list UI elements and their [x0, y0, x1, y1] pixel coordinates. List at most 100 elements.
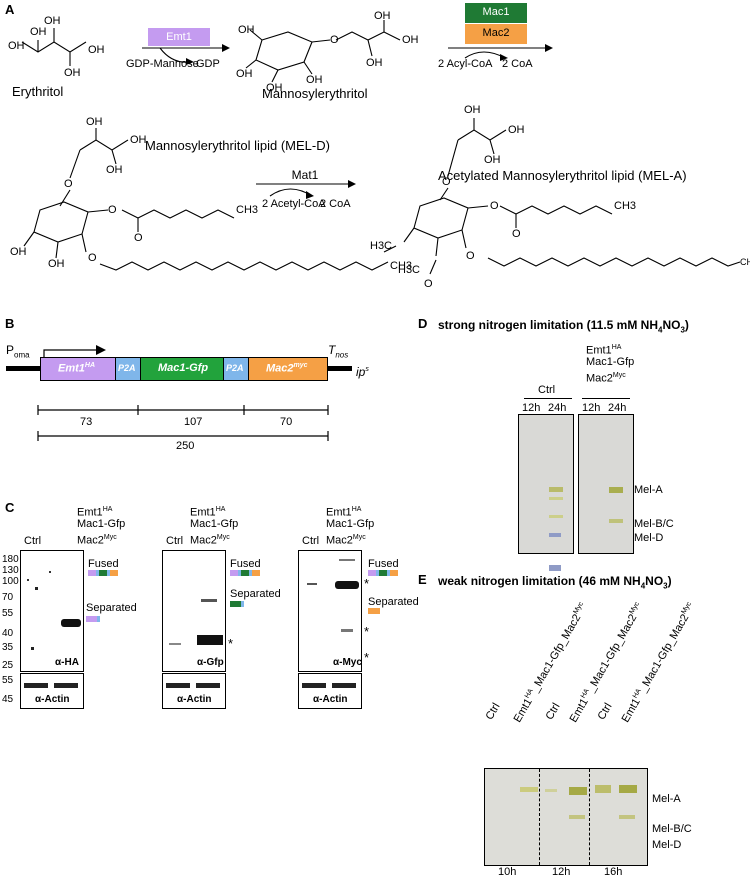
blot-ha: α-HA [20, 550, 84, 672]
spot [549, 515, 563, 518]
p2a-label: P2A [118, 363, 136, 373]
tlc-d-mac2: Mac2Myc [586, 372, 626, 385]
spot [549, 497, 563, 500]
h3c-label: H3C [398, 264, 421, 276]
tlc-e-mel-bc: Mel-B/C [652, 823, 692, 835]
panel-label-a: A [5, 2, 15, 17]
ladder-130: 130 [2, 565, 19, 576]
o-label: O [88, 252, 97, 264]
spot-mel-a [569, 787, 587, 795]
spot-mel-a [595, 785, 611, 793]
mel-d-label: Mannosylerythritol lipid (MEL-D) [145, 138, 330, 153]
o-label: O [442, 176, 451, 188]
tlc-d-mac1: Mac1-Gfp [586, 356, 635, 368]
lane-divider [539, 769, 540, 865]
tlc-d-plate-strain [578, 414, 634, 554]
oh-label: OH [106, 164, 123, 176]
band-actin [166, 683, 190, 688]
ladder-25: 25 [2, 660, 14, 671]
star-marker: * [228, 636, 234, 651]
oh-label: OH [484, 154, 501, 166]
gdp-mannose-label: GDP-Mannose [126, 58, 199, 70]
o-label: O [330, 34, 339, 46]
blot-actin-2: α-Actin [162, 673, 226, 709]
ch3-label: CH3 [740, 257, 750, 267]
fused-icon [230, 570, 261, 576]
mac2-gene-label: Mac2myc [266, 362, 308, 375]
blot2-strain-mac2: Mac2Myc [190, 534, 230, 547]
oh-label: OH [8, 40, 25, 52]
star-marker: * [364, 650, 370, 665]
mannosylerythritol-label: Mannosylerythritol [262, 86, 368, 101]
spot-mel-a [549, 487, 563, 492]
tlc-d-mel-bc: Mel-B/C [634, 518, 674, 530]
band-ha-separated [61, 619, 81, 627]
oh-label: OH [86, 116, 103, 128]
ab-myc-label: α-Myc [333, 657, 362, 668]
tlc-d-24h: 24h [608, 402, 627, 414]
spot [545, 789, 557, 792]
spot-mel-a [520, 787, 538, 792]
gdp-label: GDP [196, 58, 220, 70]
o-label: O [134, 232, 143, 244]
ladder-100: 100 [2, 576, 19, 587]
mat1-enzyme-label: Mat1 [291, 168, 319, 182]
tlc-d-ctrl-label: Ctrl [538, 384, 556, 396]
o-label: O [490, 200, 499, 212]
ab-actin-label: α-Actin [177, 694, 212, 705]
oh-label: OH [508, 124, 525, 136]
band-gfp-separated [201, 599, 217, 602]
tlc-d-emt1: Emt1HA [586, 344, 622, 357]
speckle [27, 579, 29, 581]
spot-mel-bc [619, 815, 635, 819]
spot-mel-bc [569, 815, 585, 819]
length-mac2: 70 [280, 416, 293, 428]
band-myc-lower [341, 629, 353, 632]
erythritol-label: Erythritol [12, 84, 64, 99]
separated-mac1-icon [230, 601, 244, 607]
fused-label: Fused [230, 558, 261, 570]
tlc-d-title: strong nitrogen limitation (11.5 mM NH4N… [438, 318, 689, 335]
emt1-gene-label: Emt1HA [58, 362, 96, 375]
oh-label: OH [130, 134, 147, 146]
separated-mac2-icon [368, 608, 380, 614]
speckle [35, 587, 38, 590]
band-actin [332, 683, 356, 688]
tlc-e-16h: 16h [604, 866, 623, 878]
blot3-strain-mac1: Mac1-Gfp [326, 518, 375, 530]
panel-label-e: E [418, 572, 427, 587]
fused-label: Fused [368, 558, 399, 570]
band-gfp-free [197, 635, 223, 645]
ladder-35: 35 [2, 642, 14, 653]
speckle [31, 647, 34, 650]
blot-myc: α-Myc [298, 550, 362, 672]
h3c-label: H3C [370, 240, 393, 252]
ab-actin-label: α-Actin [35, 694, 70, 705]
tlc-d-ctrl-line [524, 398, 572, 399]
separated-emt1-icon [86, 616, 100, 622]
blot2-ctrl-label: Ctrl [166, 535, 184, 547]
tlc-d-mel-d: Mel-D [634, 532, 664, 544]
tlc-d-mel-a: Mel-A [634, 484, 663, 496]
band-actin [54, 683, 78, 688]
coa-label: 2 CoA [502, 58, 533, 70]
tlc-d-12h: 12h [582, 402, 601, 414]
panel-label-d: D [418, 316, 428, 331]
tlc-d-24h: 24h [548, 402, 567, 414]
length-total: 250 [176, 440, 195, 452]
pathway-drawing [21, 20, 741, 275]
tlc-e-mel-a: Mel-A [652, 793, 681, 805]
blot1-strain-mac2: Mac2Myc [77, 534, 117, 547]
acyl-coa-label: 2 Acyl-CoA [438, 58, 493, 70]
oh-label: OH [44, 15, 61, 27]
fused-icon [88, 570, 119, 576]
mac2-enzyme-box: Mac2 [465, 24, 527, 44]
p2a-block-1 [115, 357, 141, 381]
actin-ladder-55: 55 [2, 675, 14, 686]
tlc-d-12h: 12h [522, 402, 541, 414]
ladder-180: 180 [2, 554, 19, 565]
p-oma-label: Poma [6, 343, 30, 360]
blot3-strain-mac2: Mac2Myc [326, 534, 366, 547]
lane-divider [589, 769, 590, 865]
